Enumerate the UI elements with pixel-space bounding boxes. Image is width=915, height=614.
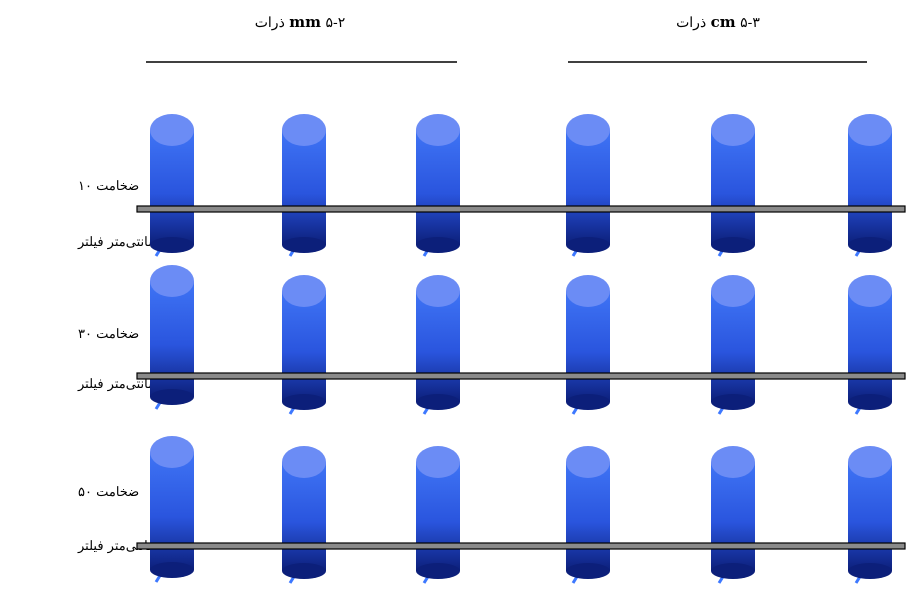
- filter-column: [848, 446, 892, 584]
- group-header-cm: ذرات cm ۵-۳: [676, 13, 760, 31]
- filter-column: [150, 114, 194, 257]
- filter-column: [150, 436, 194, 583]
- filter-bed-bar: [136, 205, 906, 213]
- row-label-thickness-10: ضخامت ۱۰: [78, 179, 139, 194]
- filter-column: [711, 275, 755, 415]
- filter-row-30: [136, 265, 906, 415]
- filter-column: [566, 446, 610, 584]
- filter-bed-bar: [136, 372, 906, 380]
- filter-column: [416, 275, 460, 415]
- filter-column: [711, 114, 755, 257]
- filter-row-10: [136, 114, 906, 257]
- row-label-unit-30: سانتی‌متر فیلتر: [77, 377, 159, 392]
- filter-column: [282, 446, 326, 584]
- filter-column: [282, 114, 326, 257]
- filter-bed-bar: [136, 542, 906, 550]
- filter-row-50: [136, 436, 906, 584]
- filter-column: [566, 114, 610, 257]
- filter-column: [848, 275, 892, 415]
- filter-column: [848, 114, 892, 257]
- filter-column: [566, 275, 610, 415]
- filter-column: [150, 265, 194, 410]
- row-label-thickness-50: ضخامت ۵۰: [78, 485, 139, 500]
- filter-column: [416, 446, 460, 584]
- row-label-thickness-30: ضخامت ۳۰: [78, 327, 139, 342]
- row-label-unit-10: سانتی‌متر فیلتر: [77, 235, 159, 250]
- filter-column: [282, 275, 326, 415]
- filter-column: [711, 446, 755, 584]
- group-header-mm: ذرات mm ۵-۲: [255, 13, 346, 31]
- filter-column: [416, 114, 460, 257]
